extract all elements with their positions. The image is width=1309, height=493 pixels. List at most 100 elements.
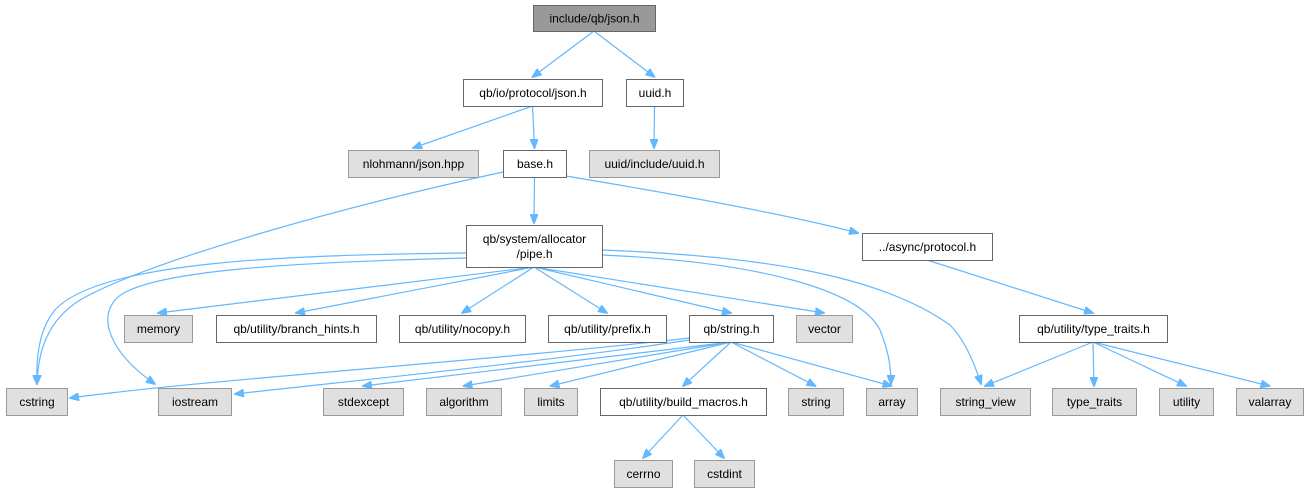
node-label: qb/string.h: [703, 322, 759, 336]
edge-type_traits_h-to-type_traits: [1093, 341, 1094, 386]
node-box: [600, 388, 767, 416]
node-async-proto[interactable]: ../async/protocol.h: [862, 233, 993, 261]
node-label: iostream: [172, 395, 218, 409]
node-label: qb/io/protocol/json.h: [479, 86, 586, 100]
node-label: qb/utility/nocopy.h: [415, 322, 510, 336]
node-box: [426, 388, 502, 416]
node-pipe[interactable]: qb/system/allocator/pipe.h: [466, 225, 603, 268]
node-box: [940, 388, 1031, 416]
node-box: [626, 79, 684, 107]
node-type-traits: type_traits: [1052, 388, 1137, 416]
edge-uuid-to-uuid_inc: [654, 105, 655, 148]
edge-type_traits_h-to-utility: [1092, 341, 1186, 386]
node-label: utility: [1173, 395, 1200, 409]
edge-base-to-pipe: [534, 176, 535, 223]
node-label: string: [801, 395, 830, 409]
node-type-traits-h[interactable]: qb/utility/type_traits.h: [1019, 315, 1168, 343]
node-box: [614, 460, 673, 488]
node-label: limits: [537, 395, 564, 409]
node-box: [589, 150, 720, 178]
node-label: cstring: [19, 395, 54, 409]
node-nlohmann: nlohmann/json.hpp: [348, 150, 479, 178]
edge-pipe-to-array: [601, 254, 891, 384]
node-iostream: iostream: [158, 388, 232, 416]
node-label: valarray: [1249, 395, 1292, 409]
node-label: qb/system/allocator: [483, 232, 586, 246]
node-box: [216, 315, 377, 343]
node-label: include/qb/json.h: [549, 12, 639, 26]
edge-type_traits_h-to-string_view: [985, 341, 1094, 386]
node-qbstring[interactable]: qb/string.h: [689, 315, 774, 343]
edges-layer: [37, 30, 1270, 458]
node-uuid-inc: uuid/include/uuid.h: [589, 150, 720, 178]
edge-pipe-to-prefix: [533, 266, 607, 313]
node-root[interactable]: include/qb/json.h: [533, 5, 656, 32]
node-memory: memory: [124, 315, 193, 343]
node-label: array: [878, 395, 905, 409]
node-box: [533, 5, 656, 32]
edge-pipe-to-cstring: [37, 252, 467, 384]
node-array: array: [866, 388, 918, 416]
node-box: [866, 388, 918, 416]
node-box: [694, 460, 755, 488]
node-build-macros[interactable]: qb/utility/build_macros.h: [600, 388, 767, 416]
node-io-json[interactable]: qb/io/protocol/json.h: [463, 79, 603, 107]
node-label: uuid/include/uuid.h: [604, 157, 704, 171]
node-branch-hints[interactable]: qb/utility/branch_hints.h: [216, 315, 377, 343]
node-stdexcept: stdexcept: [323, 388, 404, 416]
edge-pipe-to-qbstring: [533, 266, 731, 313]
edge-pipe-to-branch_hints: [296, 266, 535, 313]
node-box: [524, 388, 578, 416]
node-label: base.h: [517, 157, 553, 171]
edge-pipe-to-memory: [158, 266, 535, 313]
node-utility: utility: [1159, 388, 1214, 416]
nodes-layer: include/qb/json.h qb/io/protocol/json.h uu…: [6, 5, 1304, 488]
edge-qbstring-to-string: [730, 341, 816, 386]
node-base[interactable]: base.h: [503, 150, 567, 178]
node-box: [399, 315, 526, 343]
node-box: [124, 315, 193, 343]
node-label: stdexcept: [338, 395, 390, 409]
node-box: [689, 315, 774, 343]
edge-qbstring-to-cstring: [70, 337, 690, 398]
node-cerrno: cerrno: [614, 460, 673, 488]
node-cstdint: cstdint: [694, 460, 755, 488]
node-cstring: cstring: [6, 388, 68, 416]
node-box: [1019, 315, 1168, 343]
node-label: type_traits: [1067, 395, 1122, 409]
node-string: string: [788, 388, 844, 416]
node-string-view: string_view: [940, 388, 1031, 416]
edge-io_json-to-nlohmann: [413, 105, 533, 148]
node-label: nlohmann/json.hpp: [363, 157, 465, 171]
node-label: ../async/protocol.h: [879, 240, 976, 254]
edge-qbstring-to-limits: [551, 341, 732, 386]
node-label: cstdint: [707, 467, 742, 481]
node-label: string_view: [955, 395, 1015, 409]
edge-base-to-async_proto: [565, 175, 858, 233]
node-label: algorithm: [439, 395, 488, 409]
edge-pipe-to-string_view: [601, 249, 981, 384]
node-box: [323, 388, 404, 416]
edge-root-to-uuid: [593, 30, 655, 77]
node-prefix[interactable]: qb/utility/prefix.h: [548, 315, 667, 343]
node-box: [6, 388, 68, 416]
node-box: [1236, 388, 1304, 416]
edge-pipe-to-vector: [533, 266, 824, 313]
node-box: [348, 150, 479, 178]
node-uuid[interactable]: uuid.h: [626, 79, 684, 107]
node-label: qb/utility/branch_hints.h: [233, 322, 359, 336]
node-label: qb/utility/build_macros.h: [619, 395, 748, 409]
node-label: uuid.h: [639, 86, 672, 100]
node-box: [788, 388, 844, 416]
edge-qbstring-to-build_macros: [683, 341, 732, 386]
node-nocopy[interactable]: qb/utility/nocopy.h: [399, 315, 526, 343]
node-box: [1052, 388, 1137, 416]
node-valarray: valarray: [1236, 388, 1304, 416]
node-label: qb/utility/type_traits.h: [1037, 322, 1150, 336]
edge-qbstring-to-iostream: [235, 339, 690, 394]
edge-build_macros-to-cerrno: [643, 414, 684, 458]
edge-type_traits_h-to-valarray: [1092, 341, 1270, 386]
node-box: [862, 233, 993, 261]
edge-build_macros-to-cstdint: [682, 414, 724, 458]
node-box: [796, 315, 853, 343]
